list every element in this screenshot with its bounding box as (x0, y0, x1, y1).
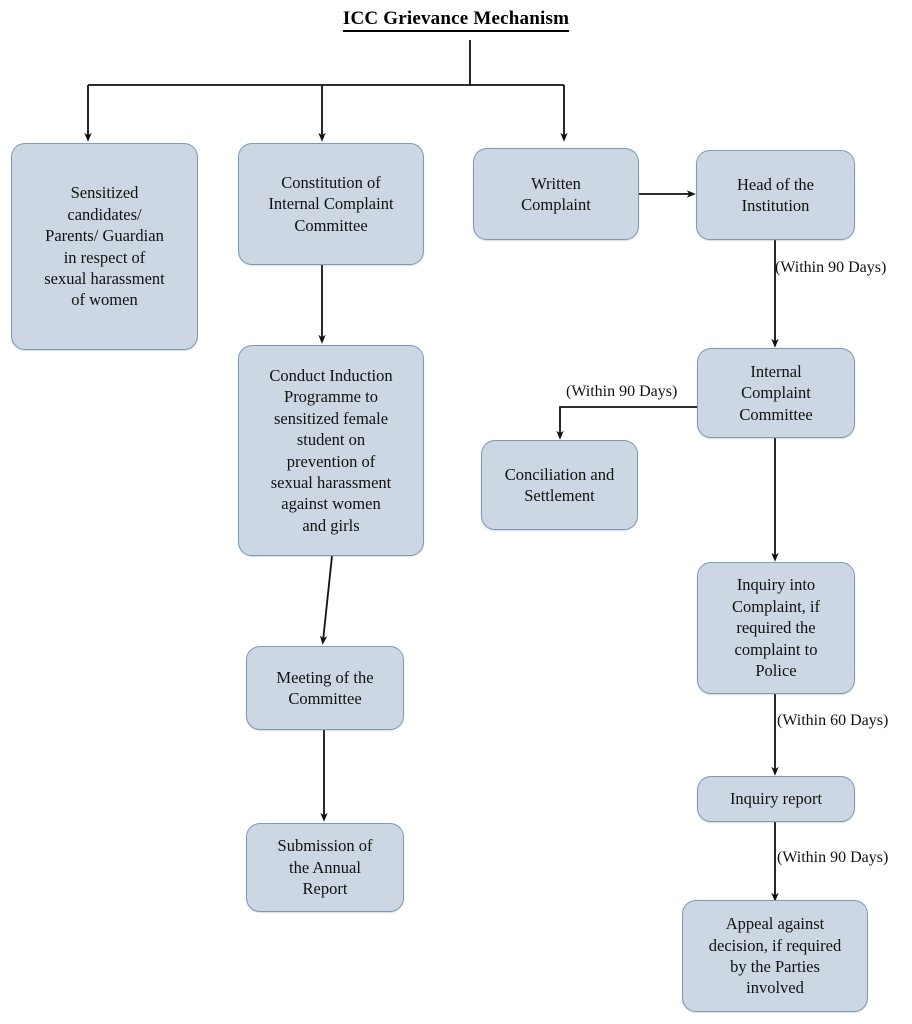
node-label: Submission of the Annual Report (277, 836, 373, 899)
node-inquiry-report[interactable]: Inquiry report (697, 776, 855, 822)
node-meeting-of-the-committee[interactable]: Meeting of the Committee (246, 646, 404, 730)
node-constitution-of-icc[interactable]: Constitution of Internal Complaint Commi… (238, 143, 424, 265)
node-internal-complaint-committee[interactable]: Internal Complaint Committee (697, 348, 855, 438)
node-written-complaint[interactable]: Written Complaint (473, 148, 639, 240)
connector-icc-to-conciliation (556, 406, 697, 440)
node-label: Meeting of the Committee (276, 667, 374, 708)
edge-label-inquiry-to-report: (Within 60 Days) (777, 712, 889, 729)
connector-induction-to-meeting (319, 555, 333, 645)
node-head-of-institution[interactable]: Head of the Institution (696, 150, 855, 240)
node-submission-annual-report[interactable]: Submission of the Annual Report (246, 823, 404, 912)
node-label: Internal Complaint Committee (739, 361, 813, 424)
node-sensitized-candidates[interactable]: Sensitized candidates/ Parents/ Guardian… (11, 143, 198, 350)
page-title: ICC Grievance Mechanism (0, 8, 912, 32)
node-appeal-against-decision[interactable]: Appeal against decision, if required by … (682, 900, 868, 1012)
node-label: Conciliation and Settlement (504, 464, 615, 505)
node-conciliation-and-settlement[interactable]: Conciliation and Settlement (481, 440, 638, 530)
node-label: Inquiry into Complaint, if required the … (732, 575, 820, 681)
node-label: Constitution of Internal Complaint Commi… (268, 172, 394, 235)
node-conduct-induction-programme[interactable]: Conduct Induction Programme to sensitize… (238, 345, 424, 556)
edge-label-icc-to-conciliation: (Within 90 Days) (566, 383, 678, 400)
edge-label-head-to-icc: (Within 90 Days) (775, 259, 887, 276)
node-inquiry-into-complaint[interactable]: Inquiry into Complaint, if required the … (697, 562, 855, 694)
node-label: Inquiry report (729, 789, 823, 809)
node-label: Head of the Institution (737, 174, 814, 215)
page-title-text: ICC Grievance Mechanism (342, 8, 570, 32)
edge-label-report-to-appeal: (Within 90 Days) (777, 849, 889, 866)
node-label: Appeal against decision, if required by … (708, 914, 842, 998)
node-label: Conduct Induction Programme to sensitize… (269, 365, 393, 535)
node-label: Sensitized candidates/ Parents/ Guardian… (44, 183, 165, 310)
node-label: Written Complaint (521, 173, 591, 214)
